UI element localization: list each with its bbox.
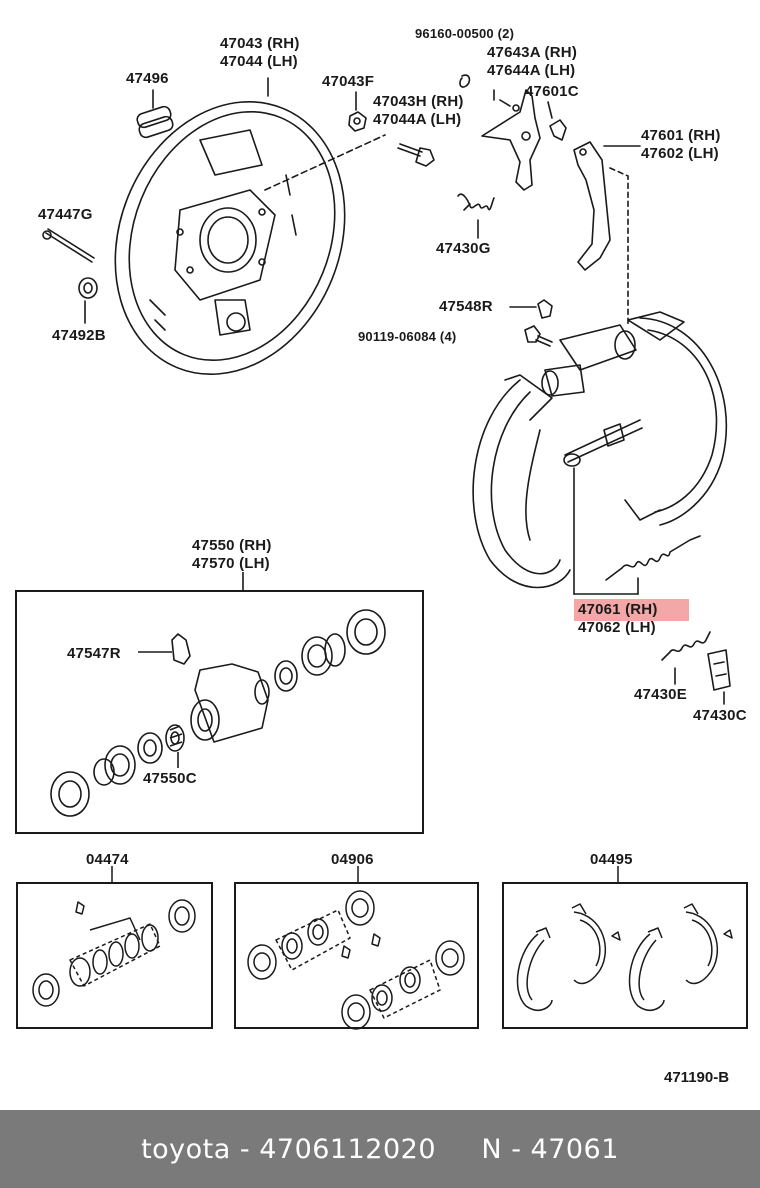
label-lever-lh: 47602 (LH) <box>641 145 719 162</box>
label-retainer[interactable]: 47430C <box>693 707 747 724</box>
kit-04474-shape <box>32 866 196 1007</box>
parts-diagram: 47043 (RH) 47044 (LH) 47496 47043F 96160… <box>15 26 748 1086</box>
plug-shape <box>136 105 174 139</box>
label-bolt-h-lh: 47044A (LH) <box>373 111 462 128</box>
label-bleeder[interactable]: 47548R <box>439 298 493 315</box>
label-lever-a-rh: 47643A (RH) <box>487 44 578 61</box>
label-washer[interactable]: 47492B <box>52 327 106 344</box>
label-shoe-rh: 47061 (RH) <box>578 601 658 618</box>
kit-04474-box <box>16 882 213 1029</box>
label-wheel-cylinder-lh: 47570 (LH) <box>192 555 270 572</box>
spring-g-shape <box>457 193 495 211</box>
brake-shoe-assembly-shape <box>472 311 727 589</box>
pin-shape <box>42 228 95 263</box>
label-pin[interactable]: 47447G <box>38 206 93 223</box>
footer-bar: toyota - 4706112020 N - 47061 <box>0 1110 760 1188</box>
lever-a-shape <box>481 89 541 191</box>
kit-04906-box <box>234 882 479 1029</box>
kit-04495-box <box>502 882 748 1029</box>
wheel-cylinder-box <box>15 590 424 834</box>
label-backing-plate-rh: 47043 (RH) <box>220 35 300 52</box>
retainer-shape <box>707 649 731 691</box>
nut-shape <box>348 111 367 132</box>
label-clip[interactable]: 47601C <box>525 83 579 100</box>
lever-47601-shape <box>573 141 611 271</box>
washer-shape <box>78 277 98 299</box>
label-bolt[interactable]: 90119-06084 (4) <box>358 329 457 344</box>
diagram-drawing <box>32 74 733 1030</box>
label-backing-plate[interactable]: 47043 (RH) 47044 (LH) <box>220 35 300 71</box>
label-bolt-h-rh: 47043H (RH) <box>373 93 464 110</box>
label-bleeder-plug[interactable]: 47547R <box>67 645 121 662</box>
kit-04906-shape <box>247 866 465 1030</box>
label-shoe[interactable]: 47061 (RH) 47062 (LH) <box>578 601 658 637</box>
label-spring-e[interactable]: 47430E <box>634 686 687 703</box>
label-kit3[interactable]: 04495 <box>590 851 633 868</box>
label-kit2[interactable]: 04906 <box>331 851 374 868</box>
label-lever-rh: 47601 (RH) <box>641 127 721 144</box>
label-cup[interactable]: 47550C <box>143 770 197 787</box>
kit-04495-shape <box>516 866 733 1011</box>
label-bolt-h[interactable]: 47043H (RH) 47044A (LH) <box>373 93 464 129</box>
label-lever-a-lh: 47644A (LH) <box>487 62 576 79</box>
clip-47601c-shape <box>549 119 567 141</box>
clip-96160-shape <box>459 74 471 88</box>
label-backing-plate-lh: 47044 (LH) <box>220 53 298 70</box>
shoe-spring-shape <box>605 535 701 581</box>
label-lever-a[interactable]: 47643A (RH) 47644A (LH) <box>487 44 577 80</box>
backing-plate-shape <box>114 101 346 375</box>
bleeder-shape <box>537 299 553 319</box>
bolt-90119-shape <box>524 325 553 347</box>
label-lever[interactable]: 47601 (RH) 47602 (LH) <box>641 127 721 163</box>
wheel-cylinder-parts-shape <box>50 572 386 817</box>
label-kit1[interactable]: 04474 <box>86 851 129 868</box>
diagram-code: 471190-B <box>664 1069 730 1086</box>
label-plug[interactable]: 47496 <box>126 70 169 87</box>
highlight-47061 <box>574 599 689 621</box>
label-shoe-lh: 47062 (LH) <box>578 619 656 636</box>
label-wheel-cylinder-rh: 47550 (RH) <box>192 537 272 554</box>
spring-e-shape <box>661 631 711 661</box>
label-wheel-cylinder[interactable]: 47550 (RH) 47570 (LH) <box>192 537 272 573</box>
footer-text: toyota - 4706112020 N - 47061 <box>141 1133 619 1165</box>
label-spring-g[interactable]: 47430G <box>436 240 491 257</box>
label-nut[interactable]: 47043F <box>322 73 375 90</box>
label-bolt-set[interactable]: 96160-00500 (2) <box>415 26 515 41</box>
bolt-h-shape <box>397 143 435 167</box>
